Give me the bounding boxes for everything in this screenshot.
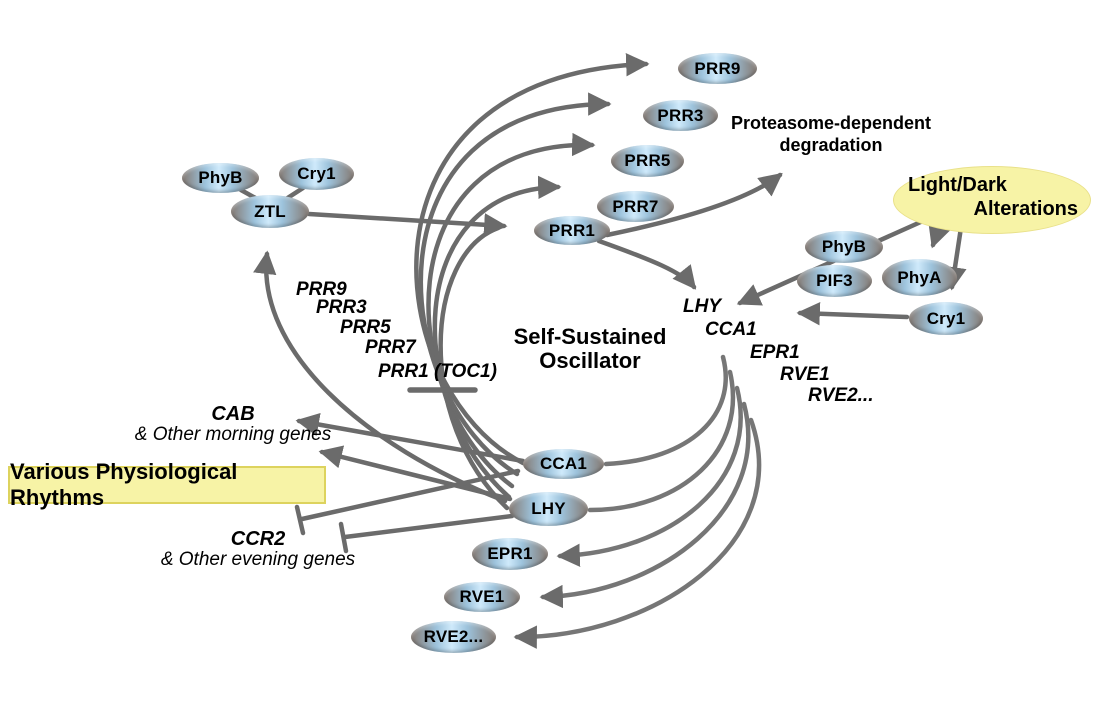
- cab-sub: & Other morning genes: [134, 424, 332, 445]
- edge-genes-to-rve2-node: [513, 417, 762, 649]
- node-cry1-right-label: Cry1: [926, 308, 966, 328]
- node-prr7-label: PRR7: [612, 196, 659, 216]
- oscillator-title: Self-Sustained Oscillator: [498, 325, 682, 373]
- edge-cca1-to-ccr2: [299, 468, 521, 522]
- node-lhy-label: LHY: [531, 499, 566, 518]
- node-ztl: ZTL: [231, 195, 309, 228]
- node-ztl-label: ZTL: [254, 201, 286, 221]
- node-rve2: RVE2...: [411, 621, 496, 653]
- gene-label-prr9: PRR9: [296, 279, 347, 300]
- edge-genes-to-lhy-node: [587, 369, 736, 513]
- edge-prr1-to-lhy-gene: [596, 238, 697, 290]
- node-phyb-right-label: PhyB: [821, 237, 867, 256]
- node-phyb-topleft: PhyB: [182, 163, 259, 193]
- node-prr1: PRR1: [534, 216, 610, 245]
- gene-label-epr1: EPR1: [750, 342, 800, 363]
- gene-label-prr7: PRR7: [365, 337, 416, 358]
- node-prr5-label: PRR5: [624, 151, 671, 170]
- node-rve2-label: RVE2...: [423, 627, 484, 646]
- edge-genes-to-rve1-node: [539, 401, 751, 609]
- gene-label-prr5: PRR5: [340, 317, 391, 338]
- node-prr3: PRR3: [643, 100, 718, 131]
- edge-prr1-to-degradation: [604, 172, 783, 238]
- node-prr9: PRR9: [678, 53, 757, 84]
- node-prr3-label: PRR3: [657, 105, 704, 125]
- cab-gene: CAB: [211, 403, 255, 425]
- light-dark-line2: Alterations: [973, 198, 1078, 220]
- edge-lhy-to-ccr2: [342, 513, 515, 540]
- edge-oscillator-to-prr9: [414, 53, 650, 466]
- node-cry1-right: Cry1: [909, 302, 983, 335]
- edge-lhy-to-cab: [318, 445, 513, 502]
- node-pif3-label: PIF3: [816, 271, 853, 290]
- node-rve1-label: RVE1: [459, 587, 505, 606]
- gene-label-prr3: PRR3: [316, 297, 367, 318]
- light-dark-line1: Light/Dark: [908, 174, 1007, 196]
- oscillator-title-line1: Self-Sustained: [513, 324, 667, 349]
- light-dark-alterations-ellipse: Light/Dark Alterations: [893, 166, 1091, 234]
- gene-label-lhy: LHY: [683, 296, 721, 317]
- node-cca1-label: CCA1: [539, 454, 588, 473]
- node-phyb-right: PhyB: [805, 231, 883, 263]
- edge-cca1-to-cab: [295, 412, 526, 464]
- proteasome-caption: Proteasome-dependent degradation: [706, 112, 956, 156]
- edge-lhy-to-ztl: [253, 250, 508, 504]
- node-prr1-label: PRR1: [548, 220, 596, 240]
- node-cry1-topleft: Cry1: [279, 158, 354, 190]
- proteasome-caption-line1: Proteasome-dependent: [730, 113, 932, 133]
- edge-oscillator-to-prr3: [418, 92, 612, 477]
- edge-oscillator-to-prr1: [438, 225, 510, 511]
- inhibition-cap-ccr2-2: [338, 521, 349, 554]
- oscillator-title-line2: Oscillator: [539, 348, 641, 373]
- inhibition-cap-ccr2-1: [294, 504, 306, 536]
- edge-genes-to-cca1-node: [603, 354, 728, 467]
- node-prr9-label: PRR9: [694, 58, 741, 78]
- node-phya-label: PhyA: [897, 267, 942, 287]
- node-rve1: RVE1: [444, 582, 520, 612]
- edge-ztl-to-prr1: [306, 211, 508, 237]
- gene-label-rve2: RVE2...: [808, 385, 874, 406]
- node-lhy: LHY: [509, 492, 588, 526]
- proteasome-caption-line2: degradation: [779, 135, 883, 155]
- rhythms-box-label: Various Physiological Rhythms: [10, 459, 238, 510]
- node-phyb-topleft-label: PhyB: [198, 168, 243, 187]
- node-prr5: PRR5: [611, 145, 684, 177]
- ccr2-gene: CCR2: [230, 528, 286, 550]
- cab-output-label: CAB & Other morning genes: [108, 404, 358, 446]
- gene-label-prr1-toc1: PRR1 (TOC1): [378, 361, 497, 382]
- edge-genes-to-epr1-node: [556, 385, 743, 567]
- edge-oscillator-to-prr5: [426, 132, 596, 489]
- node-epr1: EPR1: [472, 538, 548, 570]
- ccr2-output-label: CCR2 & Other evening genes: [133, 529, 383, 571]
- node-cry1-topleft-label: Cry1: [297, 164, 336, 183]
- gene-label-cca1: CCA1: [705, 319, 757, 340]
- node-pif3: PIF3: [797, 265, 872, 297]
- edge-cry1-to-cca1-gene: [796, 302, 910, 326]
- node-cca1: CCA1: [523, 449, 604, 479]
- ccr2-sub: & Other evening genes: [160, 549, 356, 570]
- node-prr7: PRR7: [597, 191, 674, 222]
- various-physiological-rhythms-box: Various Physiological Rhythms: [8, 459, 326, 510]
- node-epr1-label: EPR1: [487, 544, 533, 563]
- node-phya: PhyA: [882, 259, 957, 296]
- gene-label-rve1: RVE1: [780, 364, 830, 385]
